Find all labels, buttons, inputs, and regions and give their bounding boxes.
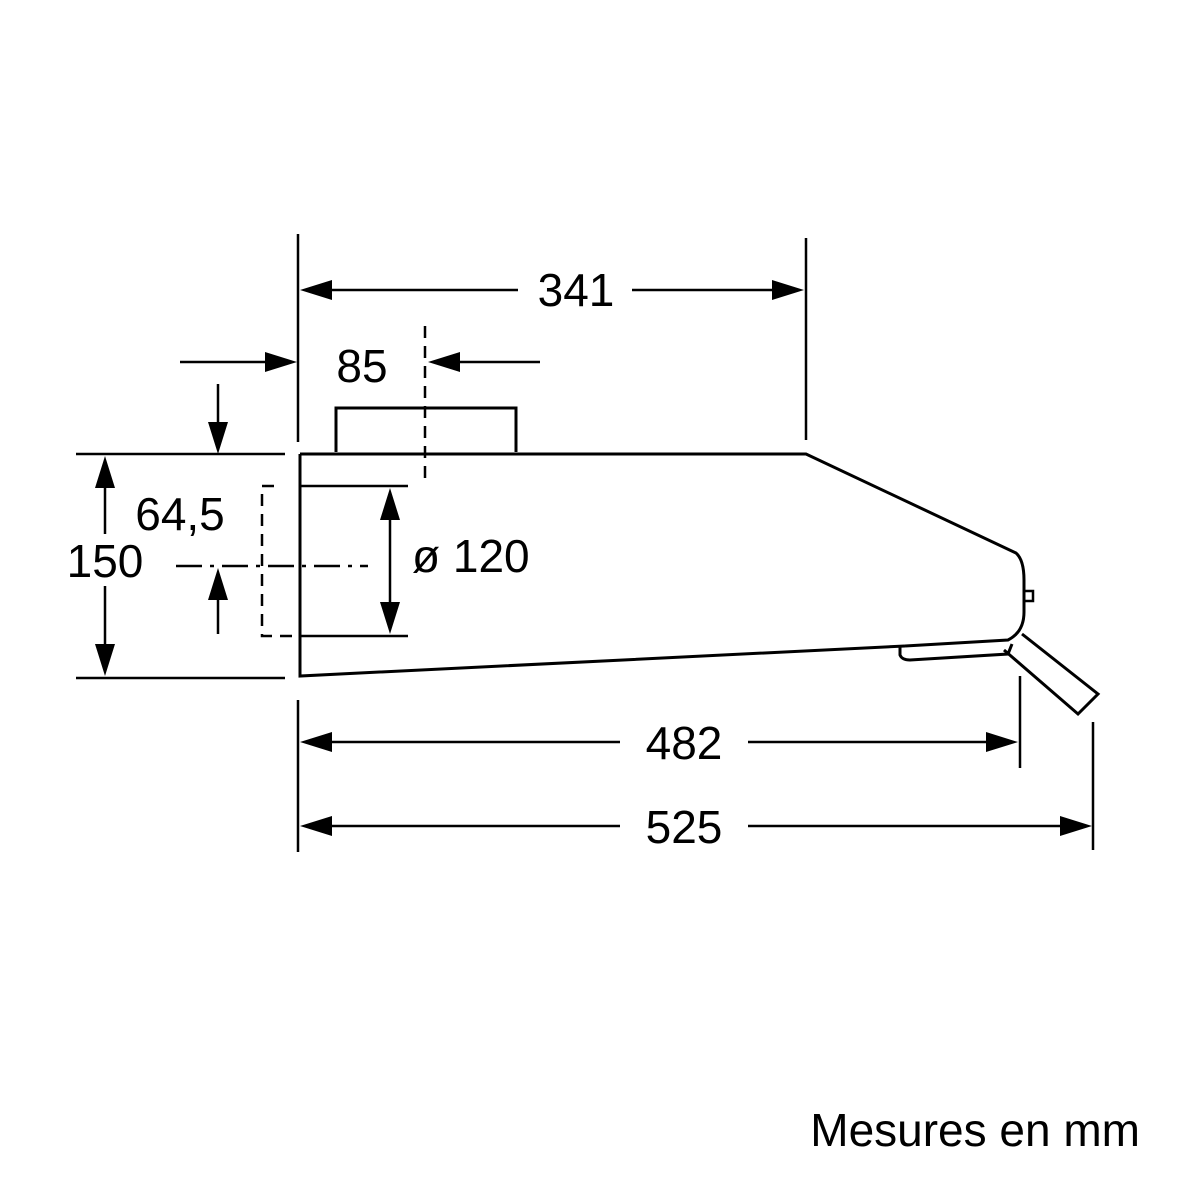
dim-64-5-label: 64,5 [135,488,225,540]
units-caption: Mesures en mm [810,1104,1140,1156]
dim-64-5-arrow-bottom [208,568,228,600]
dim-525-arrow-right [1060,816,1092,836]
dim-85-arrow-left [265,352,297,372]
dimension-341: 341 [300,264,804,316]
dim-150-label: 150 [67,535,144,587]
center-lines [176,326,427,638]
dimension-482: 482 [300,717,1018,769]
dim-341-label: 341 [538,264,615,316]
dim-341-arrow-right [772,280,804,300]
dim-482-label: 482 [646,717,723,769]
dim-85-arrow-right [428,352,460,372]
hood-top-and-front [300,452,1026,648]
dim-120-label: ø 120 [412,530,530,582]
dim-85-label: 85 [336,340,387,392]
dimension-120: ø 120 [380,488,530,634]
hood-back-and-bottom [298,454,906,678]
duct-hidden-outline [260,484,300,638]
power-cable [1003,632,1101,717]
dim-482-arrow-right [986,732,1018,752]
dimension-85: 85 [180,340,540,392]
dim-150-arrow-top [95,456,115,488]
dim-525-arrow-left [300,816,332,836]
extension-lines [76,234,1095,852]
dim-120-arrow-bottom [380,602,400,634]
dim-120-arrow-top [380,488,400,520]
dim-150-arrow-bottom [95,644,115,676]
front-knob [1024,589,1035,603]
dim-482-arrow-left [300,732,332,752]
dimension-150: 150 [67,456,144,676]
hood-outline [298,406,1101,717]
underside-handle [898,643,1014,662]
dim-525-label: 525 [646,801,723,853]
dimension-64-5: 64,5 [135,384,228,634]
dim-64-5-arrow-top [208,422,228,454]
dimension-525: 525 [300,801,1092,853]
dim-341-arrow-left [300,280,332,300]
